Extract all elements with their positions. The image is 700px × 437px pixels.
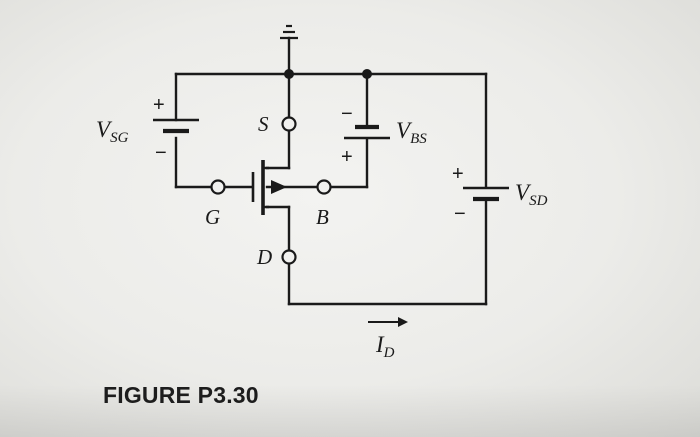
- source-label: S: [258, 112, 269, 136]
- vsg-label: VSG: [96, 117, 129, 146]
- junction-dot-vbs: [362, 69, 372, 79]
- mosfet-symbol: [251, 160, 269, 215]
- gate-label: G: [205, 205, 220, 229]
- vsg-minus-sign: −: [155, 142, 167, 164]
- id-label: ID: [375, 332, 395, 361]
- junction-dot-source: [284, 69, 294, 79]
- vbs-plus-sign: +: [341, 146, 353, 168]
- vbs-minus-sign: −: [341, 103, 353, 125]
- gate-terminal: [210, 179, 226, 195]
- figure-caption: FIGURE P3.30: [103, 382, 259, 408]
- vsg-battery-icon: [153, 118, 199, 134]
- ground-icon: [280, 24, 298, 40]
- body-terminal: [316, 179, 332, 195]
- current-arrow-icon: [368, 317, 408, 327]
- vsd-label: VSD: [515, 180, 548, 209]
- drain-terminal: [281, 249, 297, 265]
- vsd-minus-sign: −: [454, 203, 466, 225]
- vsg-plus-sign: +: [153, 94, 165, 116]
- body-arrow-icon: [271, 180, 287, 194]
- vsd-battery-icon: [463, 186, 509, 202]
- drain-label: D: [256, 245, 272, 269]
- vbs-label: VBS: [396, 118, 427, 147]
- body-label: B: [316, 205, 329, 229]
- source-terminal: [281, 116, 297, 132]
- vbs-battery-icon: [344, 124, 390, 140]
- vsd-plus-sign: +: [452, 163, 464, 185]
